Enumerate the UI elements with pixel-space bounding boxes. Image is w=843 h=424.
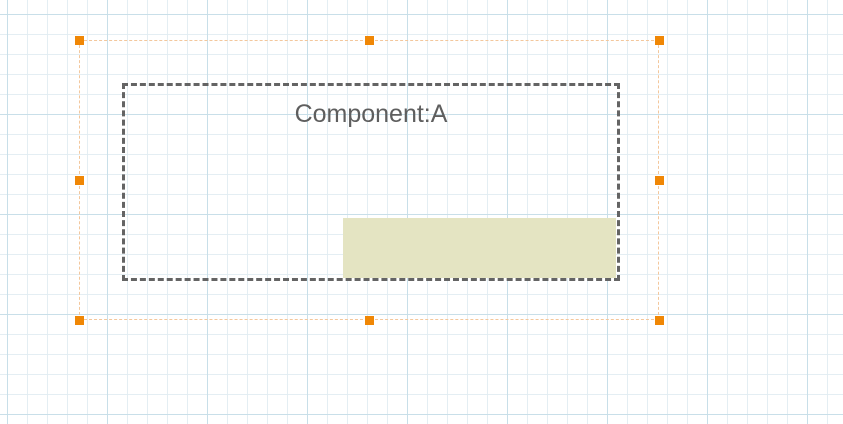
resize-handle-top-right[interactable] [655, 36, 664, 45]
resize-handle-bottom-left[interactable] [75, 316, 84, 325]
resize-handle-top-left[interactable] [75, 36, 84, 45]
resize-handle-bottom-center[interactable] [365, 316, 374, 325]
resize-handle-middle-left[interactable] [75, 176, 84, 185]
component-fill-block[interactable] [343, 218, 616, 278]
resize-handle-top-center[interactable] [365, 36, 374, 45]
component-label[interactable]: Component:A [294, 100, 448, 128]
resize-handle-bottom-right[interactable] [655, 316, 664, 325]
resize-handle-middle-right[interactable] [655, 176, 664, 185]
component-frame[interactable]: Component:A [122, 83, 620, 281]
